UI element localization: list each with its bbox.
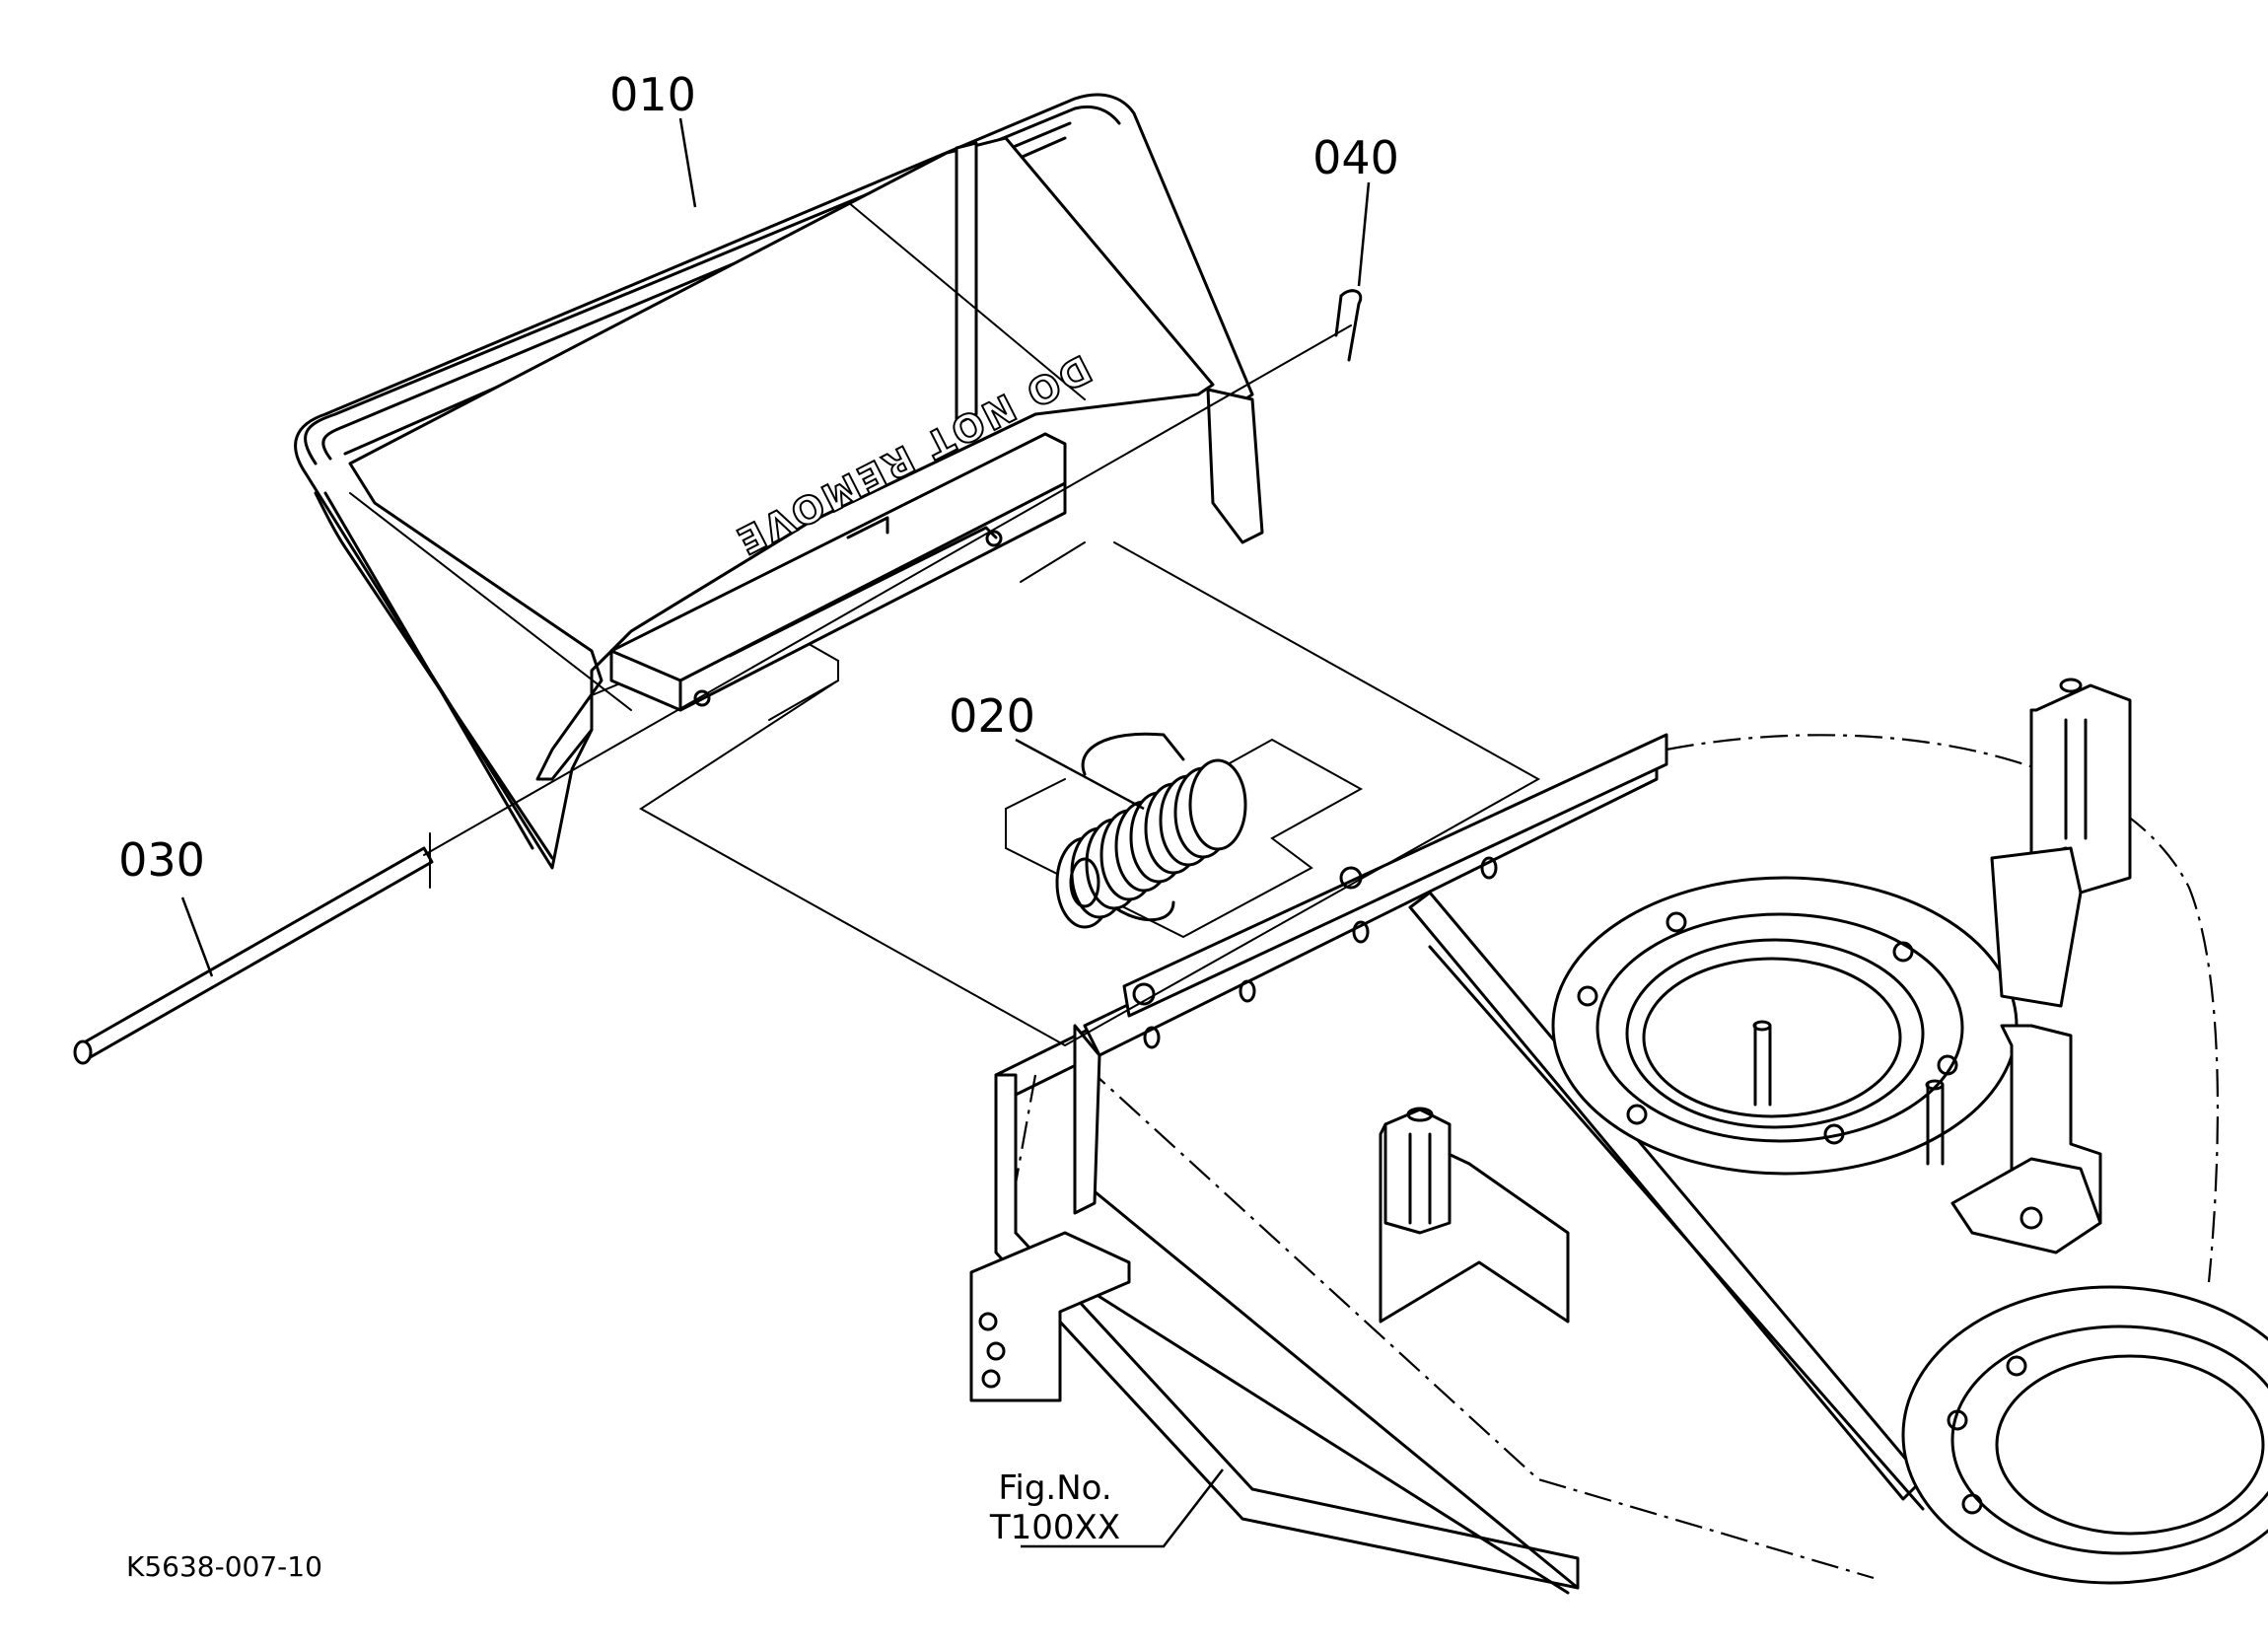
drawing-code: K5638-007-10: [126, 1550, 322, 1583]
cotter-pin: [1334, 289, 1363, 362]
callout-040: 040: [1312, 131, 1399, 184]
figure-ref-label: Fig.No.: [998, 1468, 1111, 1508]
grass-guard: DO NOT REMOVE: [294, 93, 1264, 870]
callout-leaders: [180, 117, 1371, 1548]
callout-010: 010: [609, 68, 696, 121]
hinge-pin: [73, 324, 1352, 1065]
spindle-housing-lower: [1901, 1285, 2268, 1585]
callout-020: 020: [949, 689, 1035, 743]
mower-deck: [969, 678, 2268, 1595]
figure-ref-number: T100XX: [989, 1508, 1120, 1547]
spindle-housing-upper: [1551, 876, 2019, 1176]
torsion-spring: [1055, 732, 1247, 929]
callout-030: 030: [118, 833, 205, 887]
